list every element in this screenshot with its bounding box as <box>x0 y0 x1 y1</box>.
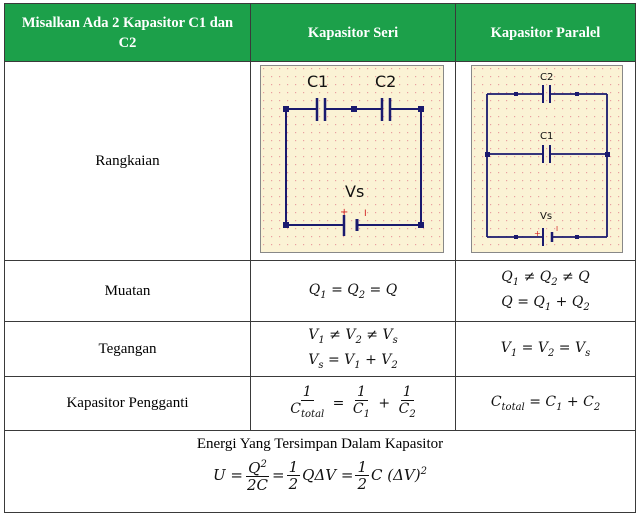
svg-text:I: I <box>556 225 558 233</box>
series-voltage-formula: V1 ≠ V2 ≠ Vs Vs = V1 + V2 <box>308 327 398 371</box>
row-label-pengganti: Kapasitor Pengganti <box>5 377 250 430</box>
header-cell-series: Kapasitor Seri <box>251 4 455 61</box>
series-c1-label: C1 <box>307 72 328 91</box>
energy-title: Energi Yang Tersimpan Dalam Kapasitor <box>196 436 444 452</box>
series-c2-label: C2 <box>375 72 396 91</box>
header-parallel-text: Kapasitor Paralel <box>490 24 601 41</box>
tegangan-text: Tegangan <box>98 340 157 357</box>
parallel-vs-label: Vs <box>540 211 552 222</box>
header-cell-given: Misalkan Ada 2 Kapasitor C1 dan C2 <box>5 4 250 61</box>
header-given-text: Misalkan Ada 2 Kapasitor C1 dan C2 <box>21 14 234 51</box>
svg-text:+: + <box>340 207 348 218</box>
energy-row: Energi Yang Tersimpan Dalam Kapasitor U … <box>5 431 635 512</box>
row-label-muatan: Muatan <box>5 261 250 321</box>
parallel-voltage-formula: V1 = V2 = Vs <box>500 339 591 359</box>
header-series-text: Kapasitor Seri <box>307 24 399 41</box>
row-label-tegangan: Tegangan <box>5 322 250 376</box>
parallel-circuit-diagram: + I C2 C1 Vs <box>471 65 623 253</box>
muatan-text: Muatan <box>104 282 151 299</box>
series-charge-formula: Q1 = Q2 = Q <box>308 281 398 301</box>
parallel-c2-label: C2 <box>540 72 553 83</box>
series-circuit-diagram: + I C1 C2 Vs <box>260 65 444 253</box>
parallel-c1-label: C1 <box>540 131 553 142</box>
parallel-capacitance-formula: Ctotal = C1 + C2 <box>490 394 601 413</box>
series-vs-label: Vs <box>345 182 364 201</box>
rangkaian-text: Rangkaian <box>95 152 160 169</box>
svg-text:I: I <box>364 209 367 219</box>
parallel-charge-formula: Q1 ≠ Q2 ≠ Q Q = Q1 + Q2 <box>501 269 590 313</box>
header-cell-parallel: Kapasitor Paralel <box>456 4 635 61</box>
pengganti-text: Kapasitor Pengganti <box>66 395 189 411</box>
capacitor-table: Misalkan Ada 2 Kapasitor C1 dan C2 Kapas… <box>4 3 636 513</box>
row-label-rangkaian: Rangkaian <box>5 62 250 260</box>
svg-text:+: + <box>534 229 541 238</box>
